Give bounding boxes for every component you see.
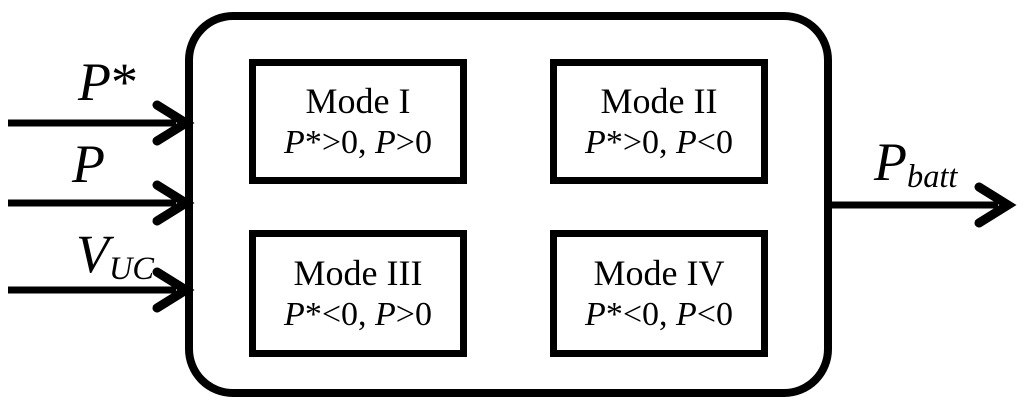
input-label-pstar: P* <box>78 52 138 112</box>
mode-i-box: Mode I P*>0, P>0 <box>249 59 467 184</box>
mode-iv-title: Mode IV <box>593 252 725 293</box>
mode-i-title: Mode I <box>305 80 411 121</box>
mode-ii-box: Mode II P*>0, P<0 <box>550 59 768 184</box>
mode-iii-condition: P*<0, P>0 <box>284 295 432 333</box>
output-label-pbatt: Pbatt <box>874 132 958 196</box>
mode-iv-condition: P*<0, P<0 <box>585 295 733 333</box>
mode-iii-title: Mode III <box>293 252 423 293</box>
input-label-p: P <box>72 134 105 194</box>
mode-iii-box: Mode III P*<0, P>0 <box>249 230 467 357</box>
mode-ii-title: Mode II <box>600 80 718 121</box>
mode-iv-box: Mode IV P*<0, P<0 <box>550 230 768 357</box>
input-label-vuc: VUC <box>76 224 154 288</box>
mode-ii-condition: P*>0, P<0 <box>585 123 733 161</box>
mode-i-condition: P*>0, P>0 <box>284 123 432 161</box>
